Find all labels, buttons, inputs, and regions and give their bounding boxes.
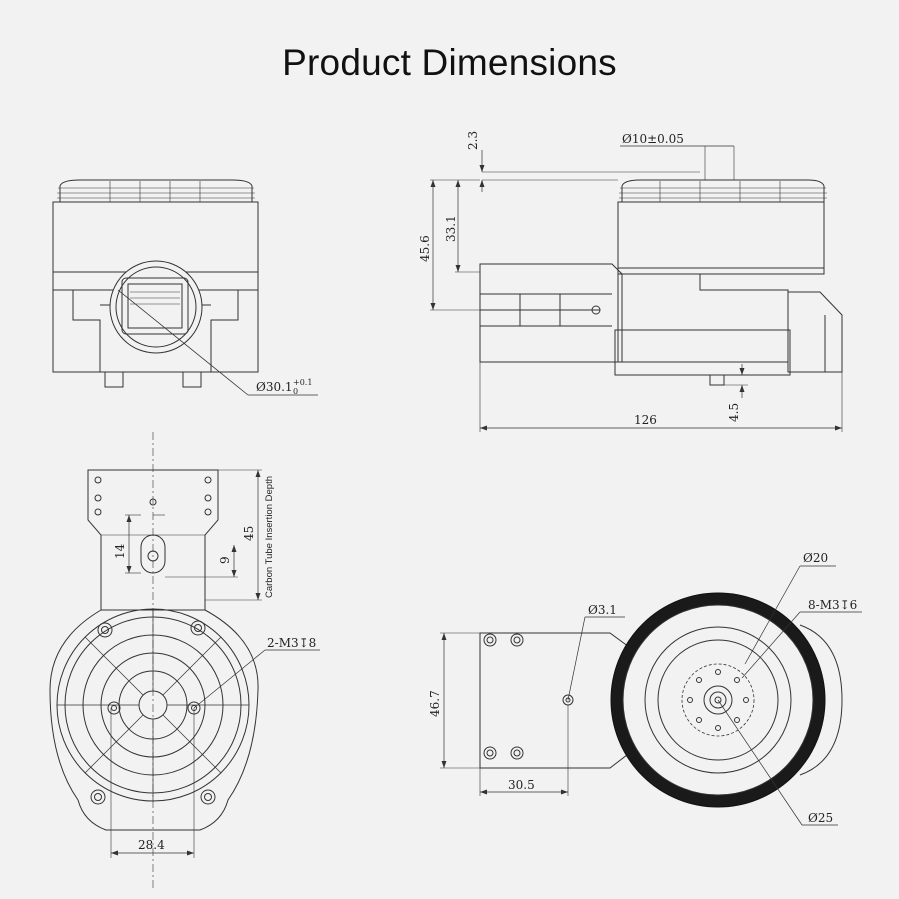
label-bottom-depth-note: Carbon Tube Insertion Depth bbox=[264, 476, 275, 598]
label-front-tube-tol-upper: +0.1 bbox=[293, 378, 312, 387]
label-side-length: 126 bbox=[634, 413, 657, 427]
label-front-tube-tol-lower: 0 bbox=[293, 387, 298, 396]
label-top-offset: 30.5 bbox=[508, 778, 535, 792]
label-side-motor-height: 33.1 bbox=[444, 215, 458, 242]
bottom-view bbox=[49, 432, 320, 888]
front-view bbox=[52, 179, 318, 396]
label-top-outer-dia: Ø25 bbox=[808, 811, 833, 825]
label-front-tube-dia: Ø30.1 bbox=[256, 380, 293, 394]
label-bottom-holes: 2-M3↧8 bbox=[267, 636, 316, 650]
label-bottom-depth: 45 bbox=[242, 526, 256, 541]
side-view bbox=[430, 145, 843, 432]
page-title: Product Dimensions bbox=[282, 42, 617, 83]
label-side-total-height: 45.6 bbox=[418, 235, 432, 262]
label-top-hole-dia: Ø3.1 bbox=[588, 603, 617, 617]
label-bottom-spacing: 28.4 bbox=[138, 838, 165, 852]
label-top-screws: 8-M3↧6 bbox=[808, 598, 857, 612]
label-top-height: 46.7 bbox=[428, 690, 442, 717]
label-side-thickness: 2.3 bbox=[466, 131, 480, 150]
label-top-inner-dia: Ø20 bbox=[803, 551, 828, 565]
label-bottom-slot-len: 14 bbox=[113, 543, 127, 559]
label-bottom-slot-pos: 9 bbox=[218, 556, 232, 564]
label-side-foot: 4.5 bbox=[727, 403, 741, 422]
label-side-shaft-dia: Ø10±0.05 bbox=[622, 132, 684, 146]
top-view bbox=[440, 565, 862, 826]
